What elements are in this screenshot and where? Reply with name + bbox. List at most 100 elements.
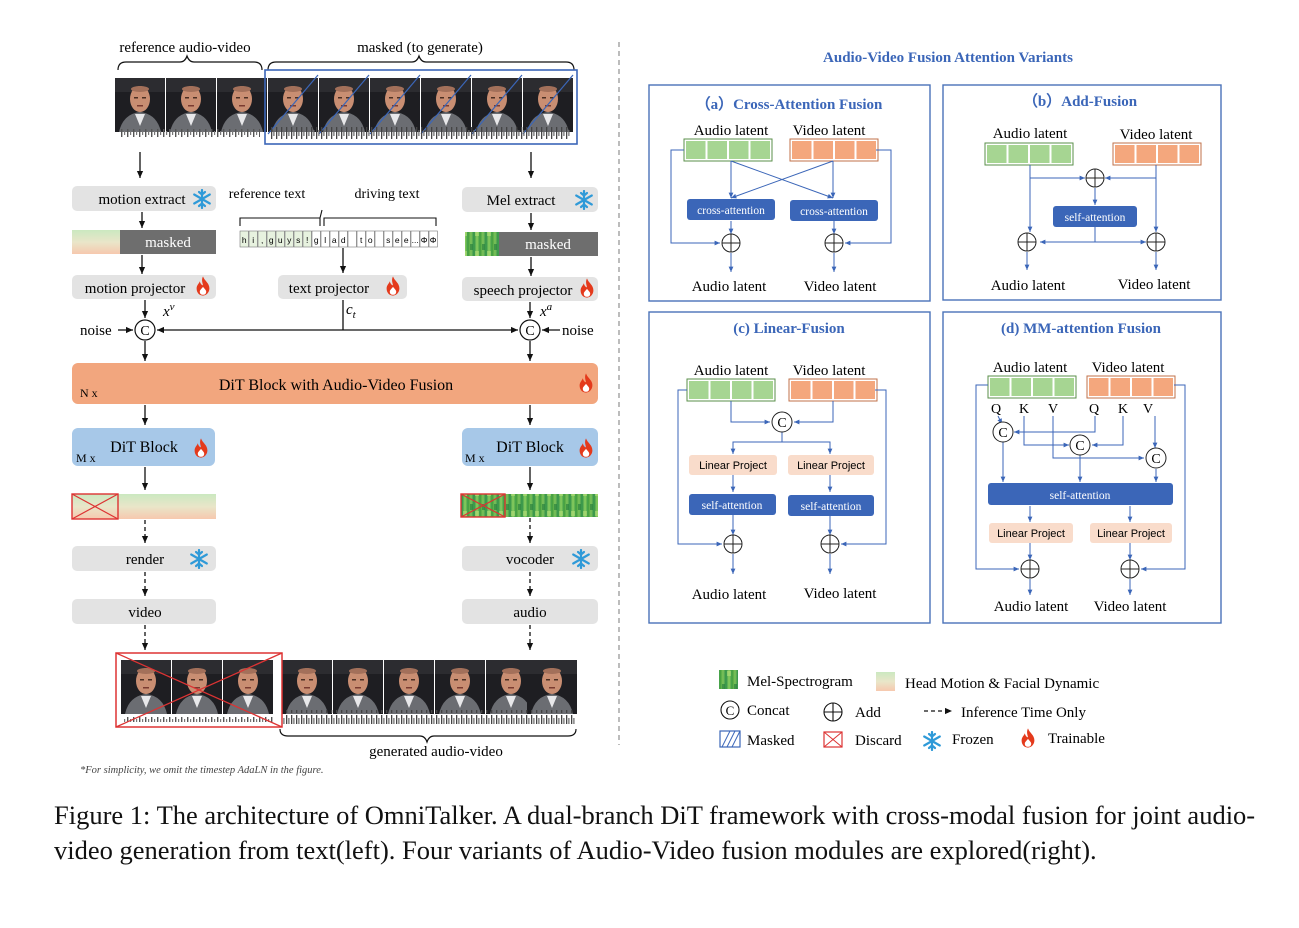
svg-text:s: s bbox=[386, 235, 390, 245]
xa-symbol: xa bbox=[539, 301, 553, 320]
discard-icon bbox=[823, 731, 843, 748]
panel-a-title: （a）Cross-Attention Fusion bbox=[696, 95, 883, 113]
audio-latent-label: Audio latent bbox=[993, 360, 1068, 376]
text-token: e bbox=[392, 230, 402, 248]
motion-extract-label: motion extract bbox=[98, 192, 186, 208]
video-latent-output: Video latent bbox=[1118, 277, 1192, 293]
legend-concat: Concat bbox=[747, 703, 790, 719]
motion-feature bbox=[72, 230, 120, 254]
text-token: y bbox=[284, 230, 294, 248]
reference-text-label: reference text bbox=[229, 187, 306, 202]
svg-text:h: h bbox=[242, 235, 247, 245]
svg-text:Q: Q bbox=[1089, 402, 1099, 417]
motion-projector-box bbox=[72, 275, 216, 299]
add-node bbox=[820, 534, 840, 554]
svg-text:d: d bbox=[341, 235, 346, 245]
svg-text:!: ! bbox=[306, 235, 308, 245]
cross-attention-label: cross-attention bbox=[697, 205, 765, 217]
video-latent-label: Video latent bbox=[793, 123, 867, 139]
discard-icon bbox=[460, 493, 506, 518]
text-token: g bbox=[311, 230, 321, 248]
audio-label: audio bbox=[513, 605, 546, 621]
linear-project-label: Linear Project bbox=[997, 528, 1065, 540]
video-latent-label: Video latent bbox=[793, 363, 867, 379]
driving-text-label: driving text bbox=[355, 187, 420, 202]
text-token: o bbox=[365, 230, 375, 248]
masked-hatch-icon bbox=[719, 730, 741, 748]
audio-latent-label: Audio latent bbox=[993, 126, 1068, 142]
motion-extract-box bbox=[72, 186, 216, 211]
text-token bbox=[374, 230, 384, 248]
legend-frozen: Frozen bbox=[952, 732, 994, 748]
svg-text:C: C bbox=[1075, 439, 1084, 454]
video-latent-cells bbox=[788, 378, 878, 402]
add-node bbox=[1017, 232, 1037, 252]
add-node bbox=[1146, 232, 1166, 252]
vocoder-label: vocoder bbox=[506, 552, 554, 568]
svg-text:C: C bbox=[140, 324, 149, 339]
legend-trainable: Trainable bbox=[1048, 731, 1105, 747]
masked-waveform bbox=[270, 127, 570, 140]
video-latent-output: Video latent bbox=[1094, 599, 1168, 615]
video-latent-output: Video latent bbox=[804, 279, 878, 295]
linear-project-label: Linear Project bbox=[797, 460, 865, 472]
svg-text:K: K bbox=[1118, 402, 1128, 417]
discard-icon bbox=[115, 652, 283, 728]
vocoder-box bbox=[462, 546, 598, 571]
video-latent-cells bbox=[789, 138, 879, 162]
add-node bbox=[1120, 559, 1140, 579]
svg-text:a: a bbox=[332, 235, 337, 245]
text-token: t bbox=[356, 230, 366, 248]
text-token: e bbox=[401, 230, 411, 248]
audio-latent-label: Audio latent bbox=[694, 363, 769, 379]
text-token: a bbox=[329, 230, 339, 248]
audio-latent-output: Audio latent bbox=[692, 279, 767, 295]
video-latent-cells bbox=[1086, 375, 1176, 399]
motion-output bbox=[72, 494, 216, 519]
self-attention-label: self-attention bbox=[1050, 490, 1111, 502]
svg-text:C: C bbox=[1151, 452, 1160, 467]
motion-projector-label: motion projector bbox=[85, 281, 185, 297]
text-projector-box bbox=[278, 275, 407, 299]
text-token: Φ bbox=[419, 230, 429, 248]
text-token: u bbox=[275, 230, 285, 248]
svg-text:s: s bbox=[296, 235, 300, 245]
svg-text:K: K bbox=[1019, 402, 1029, 417]
text-token: , bbox=[257, 230, 267, 248]
svg-text:u: u bbox=[278, 235, 283, 245]
svg-text:,: , bbox=[261, 235, 263, 245]
text-token bbox=[347, 230, 357, 248]
concat-node: C bbox=[992, 421, 1014, 443]
legend-add: Add bbox=[855, 705, 881, 721]
text-token: Φ bbox=[428, 230, 438, 248]
legend-discard: Discard bbox=[855, 733, 902, 749]
text-token: h bbox=[239, 230, 249, 248]
video-latent-label: Video latent bbox=[1092, 360, 1166, 376]
dit-block-left bbox=[72, 428, 215, 466]
legend: Mel-Spectrogram Head Motion & Facial Dyn… bbox=[719, 670, 1105, 751]
text-token: g bbox=[266, 230, 276, 248]
svg-text:e: e bbox=[404, 235, 409, 245]
add-node bbox=[723, 534, 743, 554]
panel-c-title: (c) Linear-Fusion bbox=[733, 321, 845, 337]
concat-node: C bbox=[771, 411, 793, 433]
generated-waveform bbox=[283, 710, 575, 724]
concat-node: C bbox=[1069, 434, 1091, 456]
svg-text:y: y bbox=[287, 235, 292, 245]
render-label: render bbox=[126, 552, 164, 568]
svg-text:Φ: Φ bbox=[430, 235, 437, 245]
text-token: i bbox=[248, 230, 258, 248]
video-latent-output: Video latent bbox=[804, 586, 878, 602]
footnote: *For simplicity, we omit the timestep Ad… bbox=[80, 765, 324, 776]
dit-fusion-label: DiT Block with Audio-Video Fusion bbox=[219, 377, 453, 394]
noise-label-left: noise bbox=[80, 323, 112, 339]
svg-text:g: g bbox=[269, 235, 274, 245]
legend-head-motion: Head Motion & Facial Dynamic bbox=[905, 676, 1099, 692]
audio-latent-cells bbox=[987, 375, 1077, 399]
trainable-icon bbox=[1021, 728, 1035, 748]
add-node bbox=[1085, 168, 1105, 188]
text-braces bbox=[239, 209, 437, 226]
generated-label: generated audio-video bbox=[369, 744, 503, 760]
generated-frames bbox=[121, 660, 577, 714]
